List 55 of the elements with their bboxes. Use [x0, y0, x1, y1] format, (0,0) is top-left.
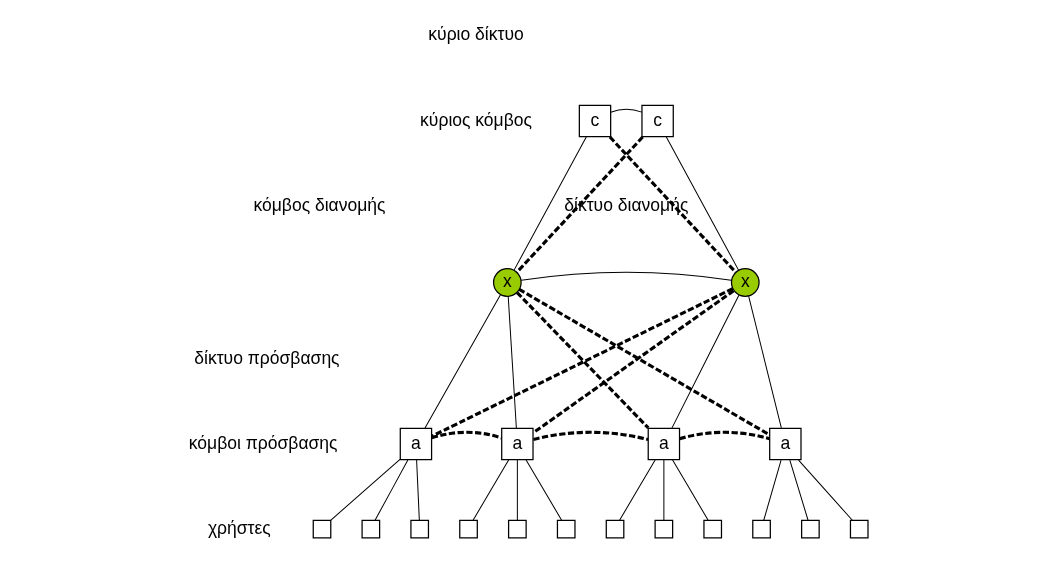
label: κόμβος διανομής: [253, 194, 386, 215]
node-box: [654, 519, 674, 539]
node-box: [605, 519, 625, 539]
connector: [424, 294, 501, 429]
connector: [507, 295, 517, 429]
connector: [671, 294, 740, 429]
connector: [679, 430, 771, 441]
connector: [748, 295, 782, 429]
node-box: [703, 519, 723, 539]
node-box: [361, 519, 381, 539]
connector: [518, 288, 771, 437]
connector: [516, 291, 650, 430]
connector: [608, 135, 737, 274]
label: χρήστες: [207, 517, 271, 538]
node-box: c: [578, 104, 612, 138]
connector: [672, 459, 709, 521]
connector: [665, 136, 740, 271]
connector: [663, 459, 665, 521]
connector: [472, 459, 510, 521]
node-box: [410, 519, 430, 539]
connector: [416, 459, 420, 521]
connector: [513, 136, 587, 271]
node-box: [459, 519, 478, 539]
connector: [516, 459, 518, 521]
node-box: [752, 519, 771, 539]
node-box: [556, 519, 576, 539]
connector: [789, 459, 809, 521]
node-box: a: [647, 427, 681, 461]
connector: [525, 459, 563, 521]
node-box: c: [641, 104, 674, 138]
label: κύριος κόμβος: [420, 109, 532, 130]
connector: [515, 135, 644, 274]
connector: [610, 108, 643, 113]
connector: [798, 459, 853, 521]
connector: [431, 430, 503, 440]
node-box: [849, 519, 869, 539]
node-box: [312, 519, 332, 539]
node-box: [507, 519, 527, 539]
connector: [763, 459, 782, 521]
label: κόμβοι πρόσβασης: [188, 432, 338, 453]
connector: [431, 287, 734, 438]
label: κύριο δίκτυο: [428, 24, 524, 45]
connector: [330, 458, 401, 521]
connector: [532, 289, 735, 434]
node-box: a: [399, 427, 433, 461]
node-box: a: [769, 427, 802, 461]
node-circle: x: [730, 268, 760, 297]
connector: [619, 459, 656, 521]
connector: [520, 271, 732, 281]
label: δίκτυο πρόσβασης: [194, 347, 340, 368]
node-box: a: [501, 427, 534, 461]
node-circle: x: [492, 268, 522, 297]
node-box: [801, 519, 820, 539]
connector: [374, 459, 409, 521]
connector: [533, 430, 649, 442]
